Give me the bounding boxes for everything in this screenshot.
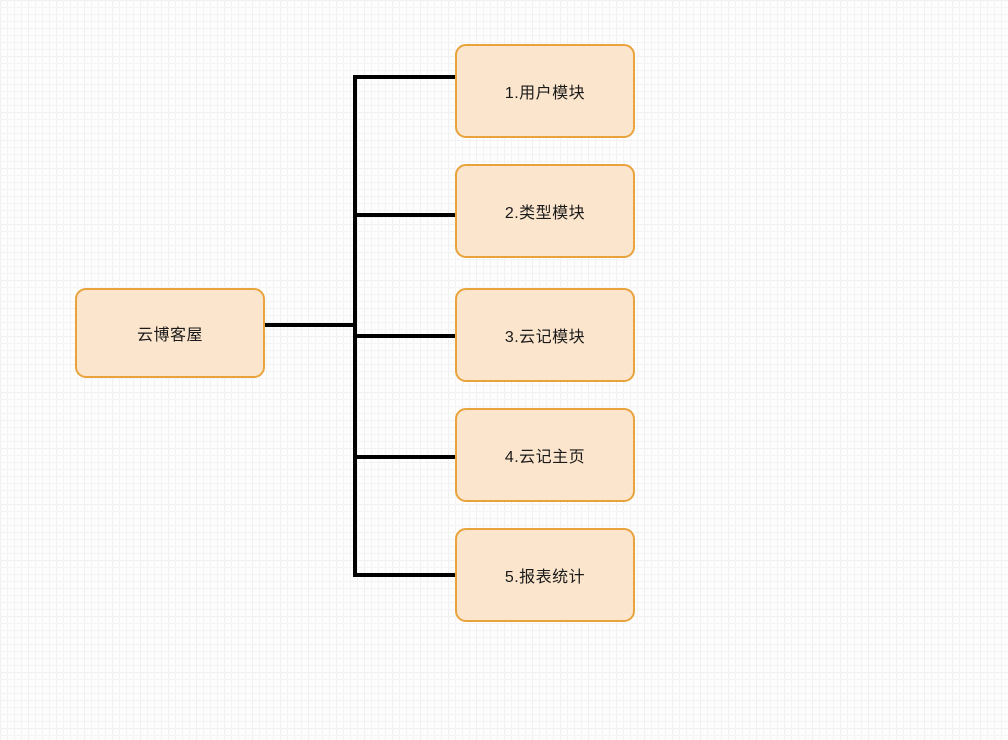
node-child-5[interactable]: 5.报表统计 xyxy=(455,528,635,622)
node-child-5-label: 5.报表统计 xyxy=(504,569,586,586)
node-child-4[interactable]: 4.云记主页 xyxy=(455,408,635,502)
node-child-3-label: 3.云记模块 xyxy=(504,329,586,346)
node-child-1[interactable]: 1.用户模块 xyxy=(455,44,635,138)
node-root[interactable]: 云博客屋 xyxy=(75,288,265,378)
node-child-2[interactable]: 2.类型模块 xyxy=(455,164,635,258)
node-child-4-label: 4.云记主页 xyxy=(504,449,586,466)
node-root-label: 云博客屋 xyxy=(136,327,203,344)
node-child-2-label: 2.类型模块 xyxy=(504,205,586,222)
node-child-1-label: 1.用户模块 xyxy=(504,85,586,102)
node-child-3[interactable]: 3.云记模块 xyxy=(455,288,635,382)
